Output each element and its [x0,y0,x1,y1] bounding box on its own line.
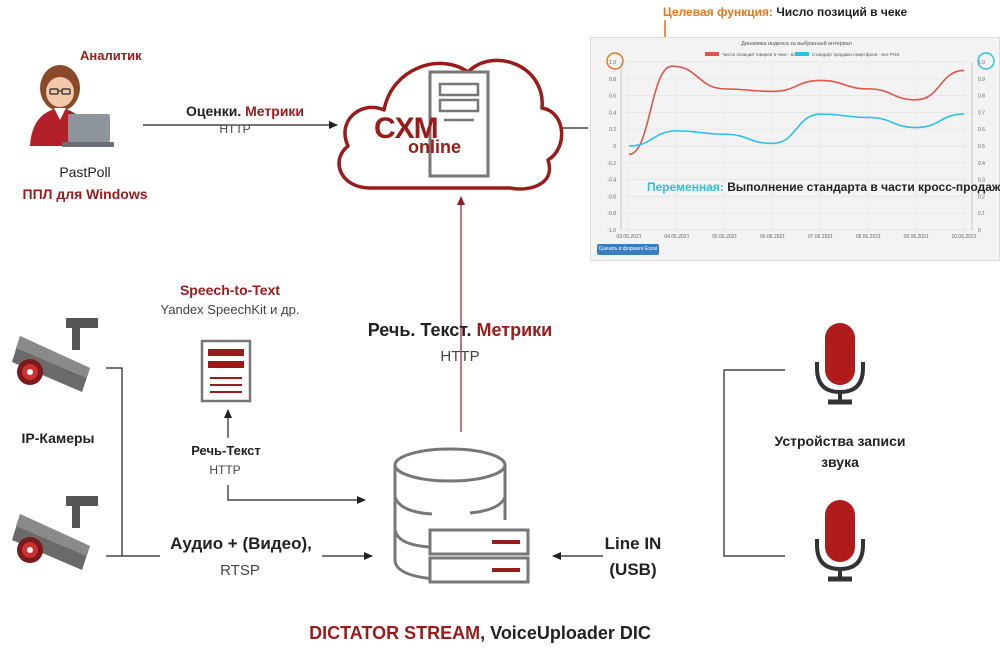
speech-text-protocol: HTTP [209,463,241,477]
analyst-arrow-plain: Оценки. [186,103,246,119]
analyst-product-sub: ППЛ для Windows [22,186,148,202]
variable-text: Выполнение стандарта в части кросс-прода… [727,180,1000,194]
stt-subtitle: Yandex SpeechKit и др. [160,302,300,317]
analyst-arrow-label: Оценки. Метрики [186,103,304,119]
excel-download-button[interactable]: Скачать в формате Excel [597,244,659,255]
bracket-cameras [106,367,123,557]
microphone-icon-top [815,323,865,405]
analyst-arrow-protocol: HTTP [219,122,251,136]
server-name-highlight: DICTATOR STREAM [309,623,481,643]
variable-label: Переменная: [647,180,724,194]
chart-panel [590,37,1000,261]
bracket-recorders [723,369,785,557]
server-cloud-protocol: HTTP [440,348,480,365]
audio-video-label: Аудио + (Видео), [170,534,312,553]
line-in-usb-label: (USB) [609,560,657,579]
ip-cameras-label: IP-Камеры [21,430,95,446]
analyst-role-label: Аналитик [80,48,142,63]
server-cloud-plain: Речь. Текст. [367,320,477,340]
recorders-label-line1: Устройства записи [774,433,906,449]
server-cloud-highlight: Метрики [476,320,553,340]
ip-camera-icon-bottom [12,496,98,570]
analyst-icon [30,65,114,147]
arrow-stt-server [227,485,366,504]
microphone-icon-bottom [815,500,865,582]
target-function-text: Число позиций в чеке [776,5,908,19]
analyst-product-name: PastPoll [59,164,111,180]
database-server-icon [393,447,530,584]
cloud-icon [337,58,564,191]
cxm-logo-top: CXM [374,112,439,145]
stt-title: Speech-to-Text [179,282,281,298]
cxm-logo-bottom: online [408,137,461,157]
speech-text-label: Речь-Текст [191,443,261,458]
speech-server-icon [200,339,252,403]
target-function-annotation: Целевая функция: Число позиций в чеке [663,5,907,19]
variable-annotation: Переменная: Выполнение стандарта в части… [647,180,1000,194]
server-cloud-label: Речь. Текст. Метрики [345,320,575,341]
ip-camera-icon-top [12,318,98,392]
analyst-arrow-highlight: Метрики [245,103,305,119]
audio-video-protocol: RTSP [220,562,260,579]
server-name-rest: , VoiceUploader DIC [480,623,651,643]
line-in-label: Line IN [604,534,662,553]
recorders-label-line2: звука [821,454,859,470]
server-name: DICTATOR STREAM, VoiceUploader DIC [260,623,700,644]
target-function-label: Целевая функция: [663,5,773,19]
